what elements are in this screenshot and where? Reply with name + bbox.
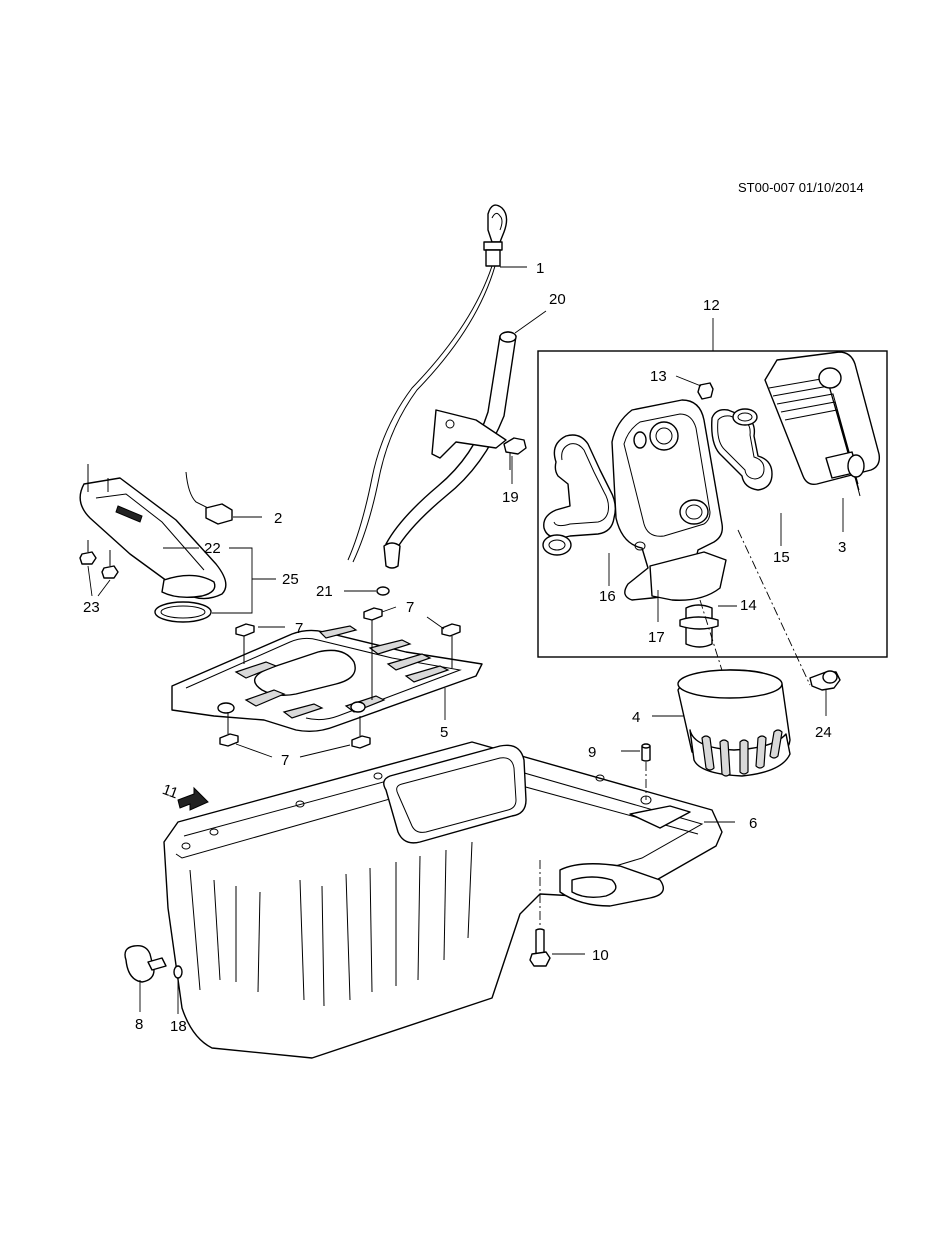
part-19-bolt bbox=[503, 437, 527, 484]
part-21-washer bbox=[344, 586, 390, 596]
part-20-dipstick-tube bbox=[383, 310, 547, 569]
callout-25: 25 bbox=[282, 571, 299, 588]
part-3-oil-cooler bbox=[764, 351, 881, 532]
callout-22: 22 bbox=[204, 540, 221, 557]
part-8-drain-plug bbox=[124, 944, 167, 1012]
part-2-sensor bbox=[185, 471, 262, 525]
part-7-bolts bbox=[219, 606, 461, 758]
part-6-oil-pan bbox=[163, 741, 735, 1059]
centerline-bolt-24 bbox=[737, 529, 811, 686]
callout-11: 11 bbox=[160, 781, 180, 802]
callout-21: 21 bbox=[316, 583, 333, 600]
callout-18: 18 bbox=[170, 1018, 187, 1035]
part-4-oil-filter bbox=[652, 669, 791, 777]
part-14-adapter bbox=[679, 604, 737, 648]
callout-1: 1 bbox=[536, 260, 544, 277]
oil-cooler-assembly-box bbox=[537, 318, 888, 658]
callout-14: 14 bbox=[740, 597, 757, 614]
callout-23: 23 bbox=[83, 599, 100, 616]
callout-17: 17 bbox=[648, 629, 665, 646]
callout-8: 8 bbox=[135, 1016, 143, 1033]
callout-7-top-left: 7 bbox=[295, 620, 303, 637]
callout-10: 10 bbox=[592, 947, 609, 964]
part-9-dowel bbox=[621, 743, 651, 800]
callout-16: 16 bbox=[599, 588, 616, 605]
callout-20: 20 bbox=[549, 291, 566, 308]
part-22-oil-pickup bbox=[79, 464, 227, 600]
callout-15: 15 bbox=[773, 549, 790, 566]
callout-labels: 1 2 3 4 5 6 7 7 7 8 9 10 11 12 13 14 15 … bbox=[83, 260, 846, 1035]
callout-4: 4 bbox=[632, 709, 640, 726]
part-17-filter-housing bbox=[611, 399, 727, 622]
part-13-bolt bbox=[675, 375, 714, 400]
centerline-filter bbox=[699, 599, 726, 681]
callout-7-bottom: 7 bbox=[281, 752, 289, 769]
callout-7-top-right: 7 bbox=[406, 599, 414, 616]
part-5-baffle-plate bbox=[171, 625, 483, 733]
part-18-washer bbox=[173, 965, 183, 1014]
callout-3: 3 bbox=[838, 539, 846, 556]
callout-5: 5 bbox=[440, 724, 448, 741]
part-10-bolt bbox=[529, 860, 585, 967]
reference-code: ST00-007 01/10/2014 bbox=[738, 180, 864, 195]
callout-19: 19 bbox=[502, 489, 519, 506]
part-1-dipstick bbox=[347, 204, 527, 563]
callout-13: 13 bbox=[650, 368, 667, 385]
callout-6: 6 bbox=[749, 815, 757, 832]
part-25-seal bbox=[154, 547, 276, 623]
part-15-gasket bbox=[711, 408, 782, 546]
callout-9: 9 bbox=[588, 744, 596, 761]
part-16-gasket bbox=[542, 434, 617, 586]
part-24-bolt bbox=[809, 670, 841, 716]
part-11-front-arrow bbox=[177, 786, 209, 811]
callout-12: 12 bbox=[703, 297, 720, 314]
callout-24: 24 bbox=[815, 724, 832, 741]
callout-2: 2 bbox=[274, 510, 282, 527]
part-23-bolts bbox=[79, 540, 119, 597]
